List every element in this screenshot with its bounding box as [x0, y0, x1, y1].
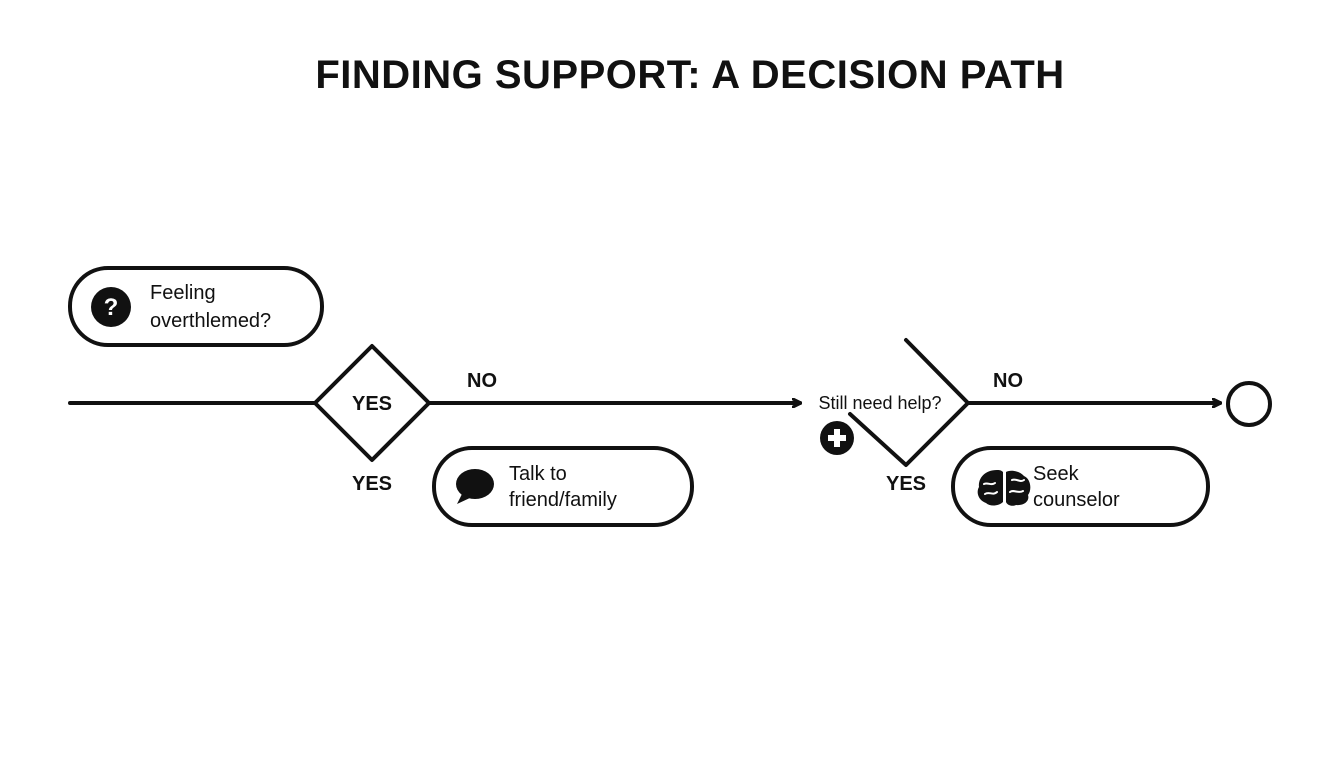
start-node: ? Feeling overthlemed?: [68, 266, 324, 347]
plus-circle-icon: [820, 421, 854, 455]
counselor-node-label-line1: Seek: [1033, 463, 1080, 485]
start-node-label-line1: Feeling: [150, 282, 216, 304]
talk-node-label-line2: friend/family: [509, 489, 617, 511]
brain-icon: [977, 470, 1031, 506]
edge-label-d1-yes: YES: [352, 473, 392, 495]
decision-2-label: Still need help?: [818, 393, 941, 413]
question-icon: ?: [91, 287, 131, 327]
svg-text:?: ?: [104, 294, 119, 321]
page-title: FINDING SUPPORT: A DECISION PATH: [315, 53, 1064, 97]
decision-diamond-2: Still need help?: [818, 338, 970, 467]
edge-label-d2-yes: YES: [886, 473, 926, 495]
counselor-node-label-line2: counselor: [1033, 489, 1120, 511]
decision-diamond-1: YES: [313, 344, 431, 462]
edge-label-d2-no: NO: [993, 370, 1023, 392]
speech-bubble-icon: [456, 469, 494, 504]
start-node-label-line2: overthlemed?: [150, 310, 271, 332]
edge-label-d1-no: NO: [467, 370, 497, 392]
end-node-circle: [1226, 381, 1272, 427]
talk-node: Talk to friend/family: [432, 446, 694, 527]
decision-1-label: YES: [352, 393, 392, 415]
talk-node-label-line1: Talk to: [509, 463, 567, 485]
counselor-node: Seek counselor: [951, 446, 1210, 527]
